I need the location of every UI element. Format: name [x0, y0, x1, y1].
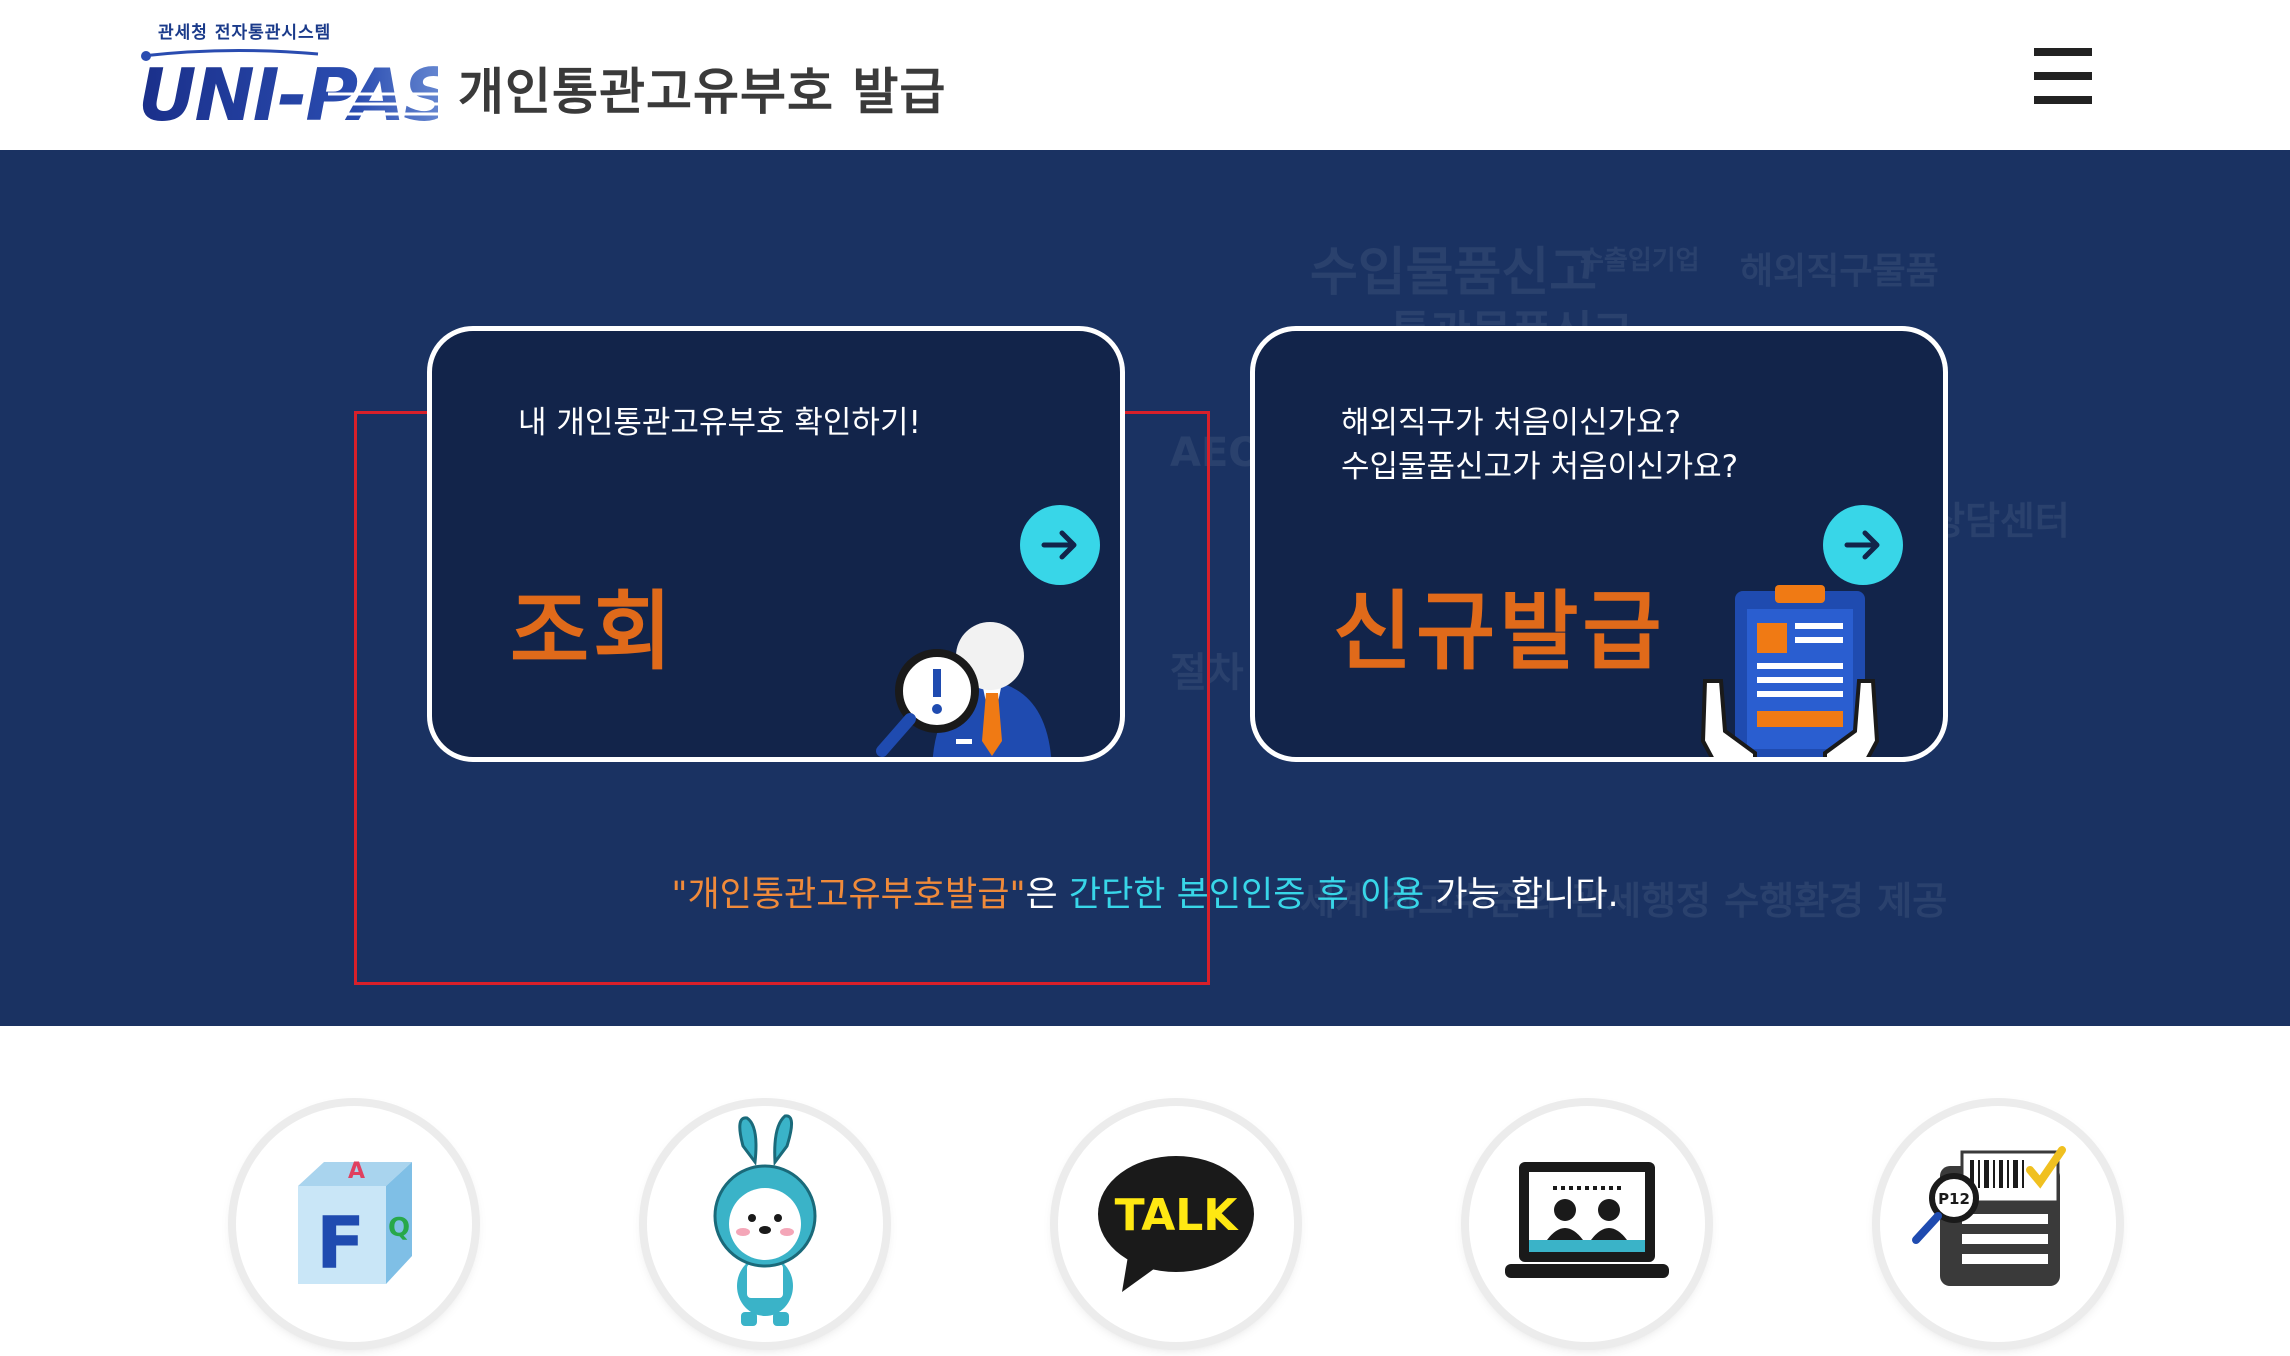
- notice-ending: 가능 합니다.: [1424, 875, 1619, 915]
- lookup-heading: 조회: [510, 582, 677, 682]
- new-issue-heading: 신규발급: [1333, 582, 1666, 682]
- p12-barcode-search-icon: P12: [1912, 1146, 2066, 1286]
- uni-pass-logo-mark: UNI-PASS: [138, 48, 438, 132]
- mascot-link[interactable]: [647, 1106, 883, 1342]
- header: 관세청 전자통관시스템 UNI-PASS 개인통관고유부호 발급: [0, 0, 2290, 150]
- new-issue-arrow-icon[interactable]: [1823, 505, 1903, 585]
- notice-quoted-service: "개인통관고유부호발급": [671, 875, 1026, 915]
- auth-notice: "개인통관고유부호발급"은 간단한 본인인증 후 이용 가능 합니다.: [0, 866, 2290, 917]
- faq-cube-icon: F Q A: [298, 1159, 412, 1285]
- lookup-card[interactable]: 내 개인통관고유부호 확인하기! 조회: [427, 326, 1125, 762]
- new-issue-description-line1: 해외직구가 처음이신가요?: [1341, 405, 1682, 441]
- menu-bar-bottom: [2034, 96, 2092, 104]
- menu-bar-middle: [2034, 72, 2092, 80]
- clipboard-hands-icon: [1700, 585, 1880, 757]
- new-issue-description: 해외직구가 처음이신가요? 수입물품신고가 처음이신가요?: [1341, 401, 1738, 489]
- page-title: 개인통관고유부호 발급: [458, 63, 947, 121]
- notice-auth-highlight: 간단한 본인인증 후 이용: [1068, 875, 1425, 915]
- new-issue-card[interactable]: 해외직구가 처음이신가요? 수입물품신고가 처음이신가요? 신규발급: [1250, 326, 1948, 762]
- faq-link[interactable]: F Q A: [236, 1106, 472, 1342]
- lookup-arrow-icon[interactable]: [1020, 505, 1100, 585]
- p12-lookup-link[interactable]: P12: [1880, 1106, 2116, 1342]
- rabbit-mascot-icon: [713, 1114, 817, 1326]
- svg-text:Q: Q: [388, 1213, 410, 1243]
- magnifier-person-icon: [876, 622, 1052, 757]
- svg-text:F: F: [316, 1201, 365, 1285]
- svg-text:P12: P12: [1938, 1190, 1970, 1208]
- menu-bar-top: [2034, 48, 2092, 56]
- hamburger-menu-icon[interactable]: [2034, 48, 2092, 104]
- quick-links: F Q A TALK: [0, 1026, 2290, 1356]
- hero-section: 수입물품신고 수출입기업 해외직구물품 통관물품신고 AEO 상담센터 세계 최…: [0, 150, 2290, 1026]
- kakao-talk-icon: TALK: [1098, 1156, 1254, 1292]
- new-issue-description-line2: 수입물품신고가 처음이신가요?: [1341, 449, 1739, 485]
- notice-particle: 은: [1025, 875, 1069, 915]
- logo-subtitle: 관세청 전자통관시스템: [158, 23, 332, 43]
- kakao-talk-link[interactable]: TALK: [1058, 1106, 1294, 1342]
- video-consult-laptop-icon: [1505, 1162, 1669, 1278]
- lookup-description: 내 개인통관고유부호 확인하기!: [518, 405, 921, 441]
- video-consult-link[interactable]: [1469, 1106, 1705, 1342]
- svg-text:A: A: [348, 1159, 365, 1184]
- svg-text:TALK: TALK: [1115, 1190, 1240, 1241]
- uni-pass-logo[interactable]: 관세청 전자통관시스템 UNI-PASS: [138, 18, 448, 132]
